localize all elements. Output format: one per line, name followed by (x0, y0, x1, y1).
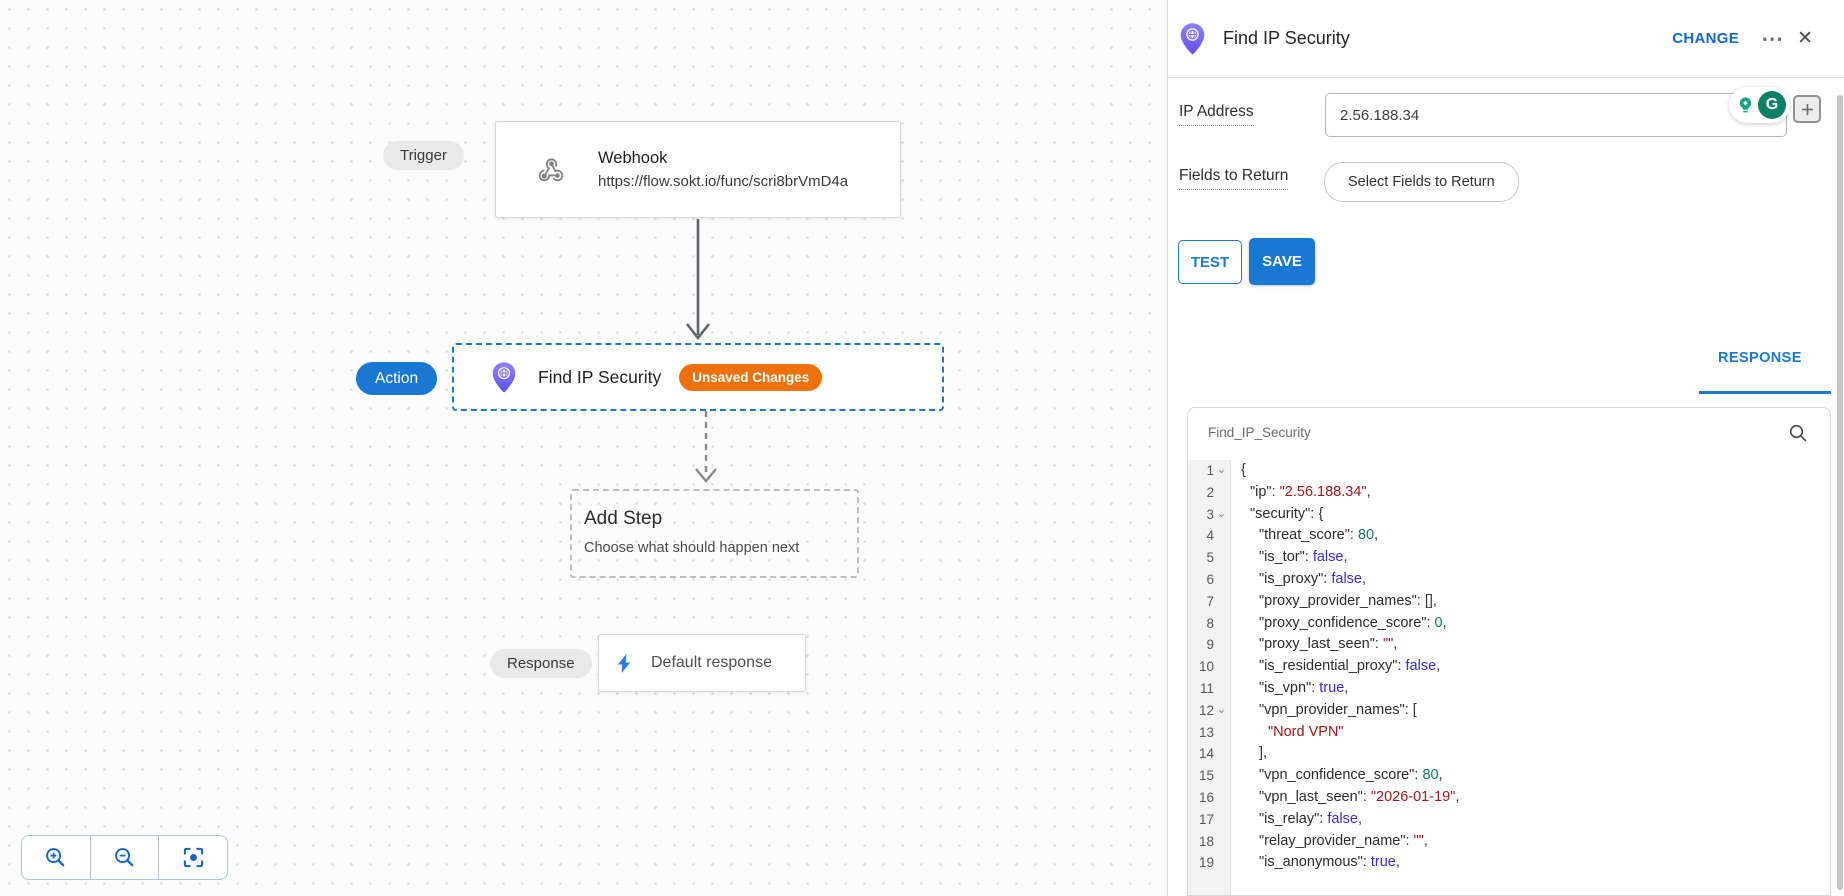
lightning-icon (616, 653, 633, 674)
grammarly-icon: G (1758, 91, 1786, 119)
zoom-in-button[interactable] (22, 836, 90, 879)
save-button[interactable]: SAVE (1249, 238, 1315, 285)
line-number: 10 (1198, 659, 1214, 675)
select-fields-button-label: Select Fields to Return (1348, 174, 1495, 190)
line-number: 18 (1198, 833, 1214, 849)
select-fields-button[interactable]: Select Fields to Return (1324, 162, 1519, 202)
test-button[interactable]: TEST (1178, 240, 1242, 284)
code-line: 7"proxy_provider_names": [], (1188, 591, 1830, 613)
response-code-header: Find_IP_Security (1188, 408, 1830, 460)
webhook-node[interactable]: Webhook https://flow.sokt.io/func/scri8b… (495, 121, 901, 218)
zoom-out-button[interactable] (89, 836, 159, 879)
line-number: 15 (1198, 768, 1214, 784)
flow-canvas[interactable]: Trigger Webhook https://flow.sokt.io/fun… (0, 0, 1167, 896)
ip-address-label: IP Address (1179, 103, 1254, 126)
panel-scrollbar[interactable] (1837, 95, 1843, 890)
close-icon[interactable]: ✕ (1797, 28, 1813, 49)
line-number: 19 (1198, 855, 1214, 871)
find-ip-security-node[interactable]: Find IP Security Unsaved Changes (452, 343, 944, 411)
response-name-label: Find_IP_Security (1208, 425, 1311, 440)
line-number: 3 (1206, 506, 1214, 522)
line-number: 4 (1206, 528, 1214, 544)
line-number: 6 (1206, 571, 1214, 587)
response-code-panel: Find_IP_Security 1⌄{2"ip": "2.56.188.34"… (1187, 407, 1831, 896)
zoom-in-icon (44, 846, 67, 869)
action-badge: Action (356, 362, 438, 395)
trigger-badge: Trigger (383, 141, 464, 170)
add-step-node[interactable]: Add Step Choose what should happen next (570, 489, 859, 578)
tab-response-underline (1699, 391, 1831, 394)
action-badge-label: Action (375, 369, 419, 387)
location-pin-icon (491, 361, 517, 394)
default-response-node[interactable]: Default response (598, 634, 806, 692)
code-line: 19"is_anonymous": true, (1188, 852, 1830, 874)
fields-to-return-label: Fields to Return (1179, 167, 1289, 190)
tab-response[interactable]: RESPONSE (1718, 350, 1802, 366)
line-number: 16 (1198, 789, 1214, 805)
more-options-icon[interactable]: ⋯ (1761, 25, 1784, 51)
line-number: 12 (1198, 702, 1214, 718)
fit-view-button[interactable] (158, 836, 227, 879)
code-line: 8"proxy_confidence_score": 0, (1188, 613, 1830, 635)
code-line: 16"vpn_last_seen": "2026-01-19", (1188, 787, 1830, 809)
connector-arrow-solid (685, 219, 711, 341)
fit-view-icon (182, 846, 205, 869)
fold-chevron-icon[interactable]: ⌄ (1216, 507, 1227, 520)
line-number: 11 (1199, 680, 1214, 696)
code-line: 5"is_tor": false, (1188, 547, 1830, 569)
add-variable-button[interactable] (1793, 95, 1821, 123)
code-line: 18"relay_provider_name": "", (1188, 831, 1830, 853)
find-ip-node-title: Find IP Security (538, 366, 662, 387)
connector-arrow-dashed (695, 411, 717, 483)
unsaved-changes-badge: Unsaved Changes (679, 363, 823, 391)
zoom-out-icon (113, 846, 136, 869)
webhook-node-url: https://flow.sokt.io/func/scri8brVmD4a (598, 173, 849, 190)
location-pin-icon (1179, 19, 1206, 59)
suggestion-bulb-icon (1736, 96, 1755, 115)
code-line: 4"threat_score": 80, (1188, 525, 1830, 547)
trigger-badge-label: Trigger (400, 147, 447, 164)
code-line: 3⌄"security": { (1188, 504, 1830, 526)
ip-address-input[interactable] (1325, 93, 1787, 137)
code-line: 6"is_proxy": false, (1188, 569, 1830, 591)
json-editor[interactable]: 1⌄{2"ip": "2.56.188.34",3⌄"security": {4… (1188, 460, 1830, 895)
line-number: 7 (1206, 593, 1214, 609)
webhook-icon (536, 155, 566, 185)
line-number: 2 (1206, 484, 1214, 500)
code-line: 9"proxy_last_seen": "", (1188, 634, 1830, 656)
line-number: 14 (1198, 746, 1214, 762)
response-badge-label: Response (507, 655, 575, 672)
webhook-node-title: Webhook (598, 149, 668, 167)
line-number: 17 (1198, 811, 1214, 827)
plus-icon (1801, 103, 1814, 116)
canvas-zoom-controls (21, 835, 228, 880)
line-number: 1 (1206, 463, 1214, 478)
code-line: 2"ip": "2.56.188.34", (1188, 482, 1830, 504)
code-line: 14], (1188, 743, 1830, 765)
fold-chevron-icon[interactable]: ⌄ (1216, 464, 1227, 476)
line-number: 5 (1206, 550, 1214, 566)
line-number: 8 (1206, 615, 1214, 631)
code-line: 13"Nord VPN" (1188, 722, 1830, 744)
step-config-panel: Find IP Security CHANGE ⋯ ✕ IP Address G… (1167, 0, 1844, 896)
panel-title: Find IP Security (1223, 28, 1350, 48)
code-lines: 1⌄{2"ip": "2.56.188.34",3⌄"security": {4… (1188, 460, 1830, 874)
response-badge: Response (490, 649, 592, 678)
line-number: 9 (1206, 637, 1214, 653)
code-line: 1⌄{ (1188, 460, 1830, 482)
search-icon[interactable] (1788, 423, 1808, 448)
code-line: 12⌄"vpn_provider_names": [ (1188, 700, 1830, 722)
panel-header: Find IP Security CHANGE ⋯ ✕ (1168, 0, 1844, 78)
line-number: 13 (1198, 724, 1214, 740)
code-line: 17"is_relay": false, (1188, 809, 1830, 831)
change-button[interactable]: CHANGE (1672, 30, 1740, 47)
fold-chevron-icon[interactable]: ⌄ (1216, 703, 1227, 716)
default-response-title: Default response (651, 654, 772, 671)
code-line: 11"is_vpn": true, (1188, 678, 1830, 700)
code-line: 10"is_residential_proxy": false, (1188, 656, 1830, 678)
add-step-title: Add Step (584, 508, 663, 529)
add-step-subtitle: Choose what should happen next (584, 540, 800, 556)
grammar-widget[interactable]: G (1729, 87, 1790, 123)
code-line: 15"vpn_confidence_score": 80, (1188, 765, 1830, 787)
